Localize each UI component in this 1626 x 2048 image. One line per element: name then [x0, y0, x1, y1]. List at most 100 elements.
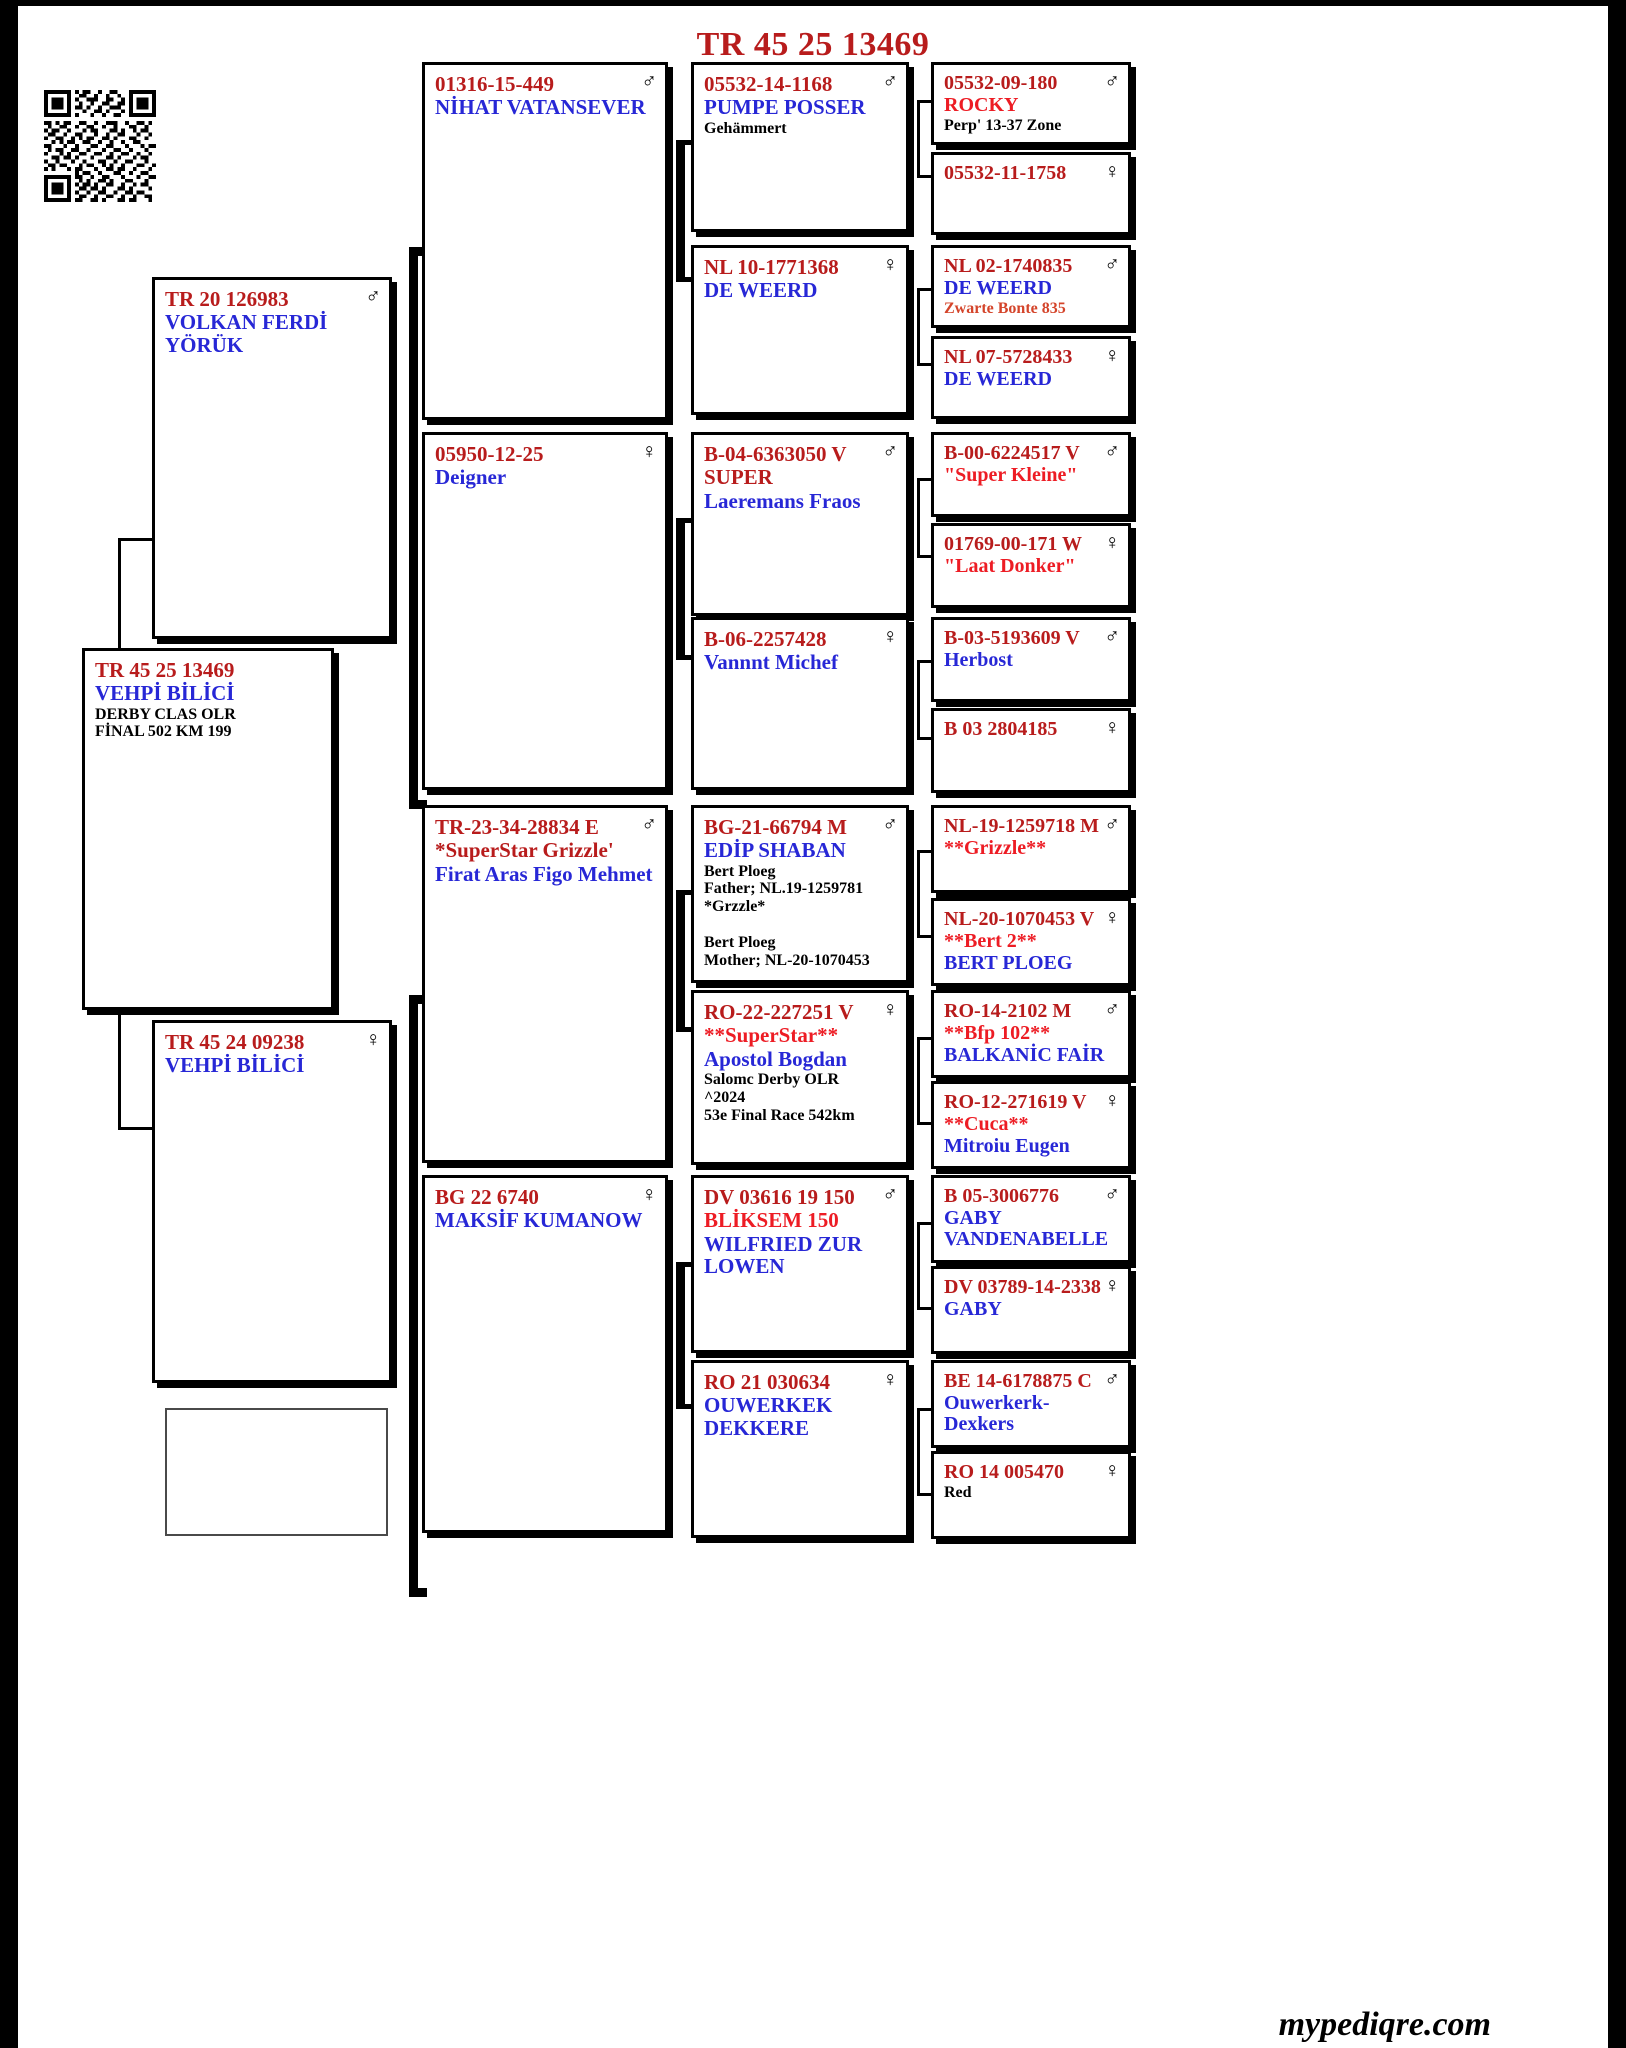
gen3-box-4[interactable]: ♀ B-06-2257428 Vannnt Michef — [691, 617, 909, 790]
gen3-8-sex-icon: ♀ — [882, 1367, 898, 1391]
gen2-box-1[interactable]: ♂ 01316-15-449 NİHAT VATANSEVER — [422, 62, 668, 420]
connector-gen3-7-ht — [917, 1222, 935, 1225]
connector-gen3-7-v — [917, 1222, 920, 1310]
gen4-10-owner: BERT PLOEG — [944, 952, 1073, 975]
gen3-6-owner: Apostol Bogdan — [704, 1046, 847, 1071]
gen4-box-15[interactable]: ♂ BE 14-6178875 C Ouwerkerk-Dexkers — [931, 1360, 1131, 1448]
connector-gen3-1-v — [917, 100, 920, 178]
connector-gen3-5-ht — [917, 850, 935, 853]
gen3-3-id: B-04-6363050 V — [704, 442, 847, 466]
gen3-7-sex-icon: ♂ — [882, 1182, 898, 1206]
gen4-6-id: 01769-00-171 W — [944, 533, 1082, 555]
gen3-2-id: NL 10-1771368 — [704, 255, 839, 279]
subject-box[interactable]: TR 45 25 13469 VEHPİ BİLİCİ DERBY CLAS O… — [82, 648, 334, 1010]
gen3-6-id: RO-22-227251 V — [704, 1000, 854, 1024]
connector-gen1b-gen2-h-top — [409, 995, 427, 1004]
gen4-12-id: RO-12-271619 V — [944, 1091, 1087, 1113]
gen3-5-note: Bert Ploeg Father; NL.19-1259781 *Grzzle… — [704, 862, 870, 970]
gen2-1-id: 01316-15-449 — [435, 72, 554, 96]
gen3-4-id: B-06-2257428 — [704, 627, 827, 651]
connector-gen2d-gen3-v — [676, 1262, 685, 1407]
connector-gen3-2-v — [917, 288, 920, 366]
gen1-dam-box[interactable]: ♀ TR 45 24 09238 VEHPİ BİLİCİ — [152, 1020, 392, 1383]
connector-gen2b-gen3-v — [676, 518, 685, 658]
gen2-box-3[interactable]: ♂ TR-23-34-28834 E *SuperStar Grizzle' F… — [422, 805, 668, 1163]
gen3-1-sex-icon: ♂ — [882, 69, 898, 93]
gen4-11-id: RO-14-2102 M — [944, 1000, 1072, 1022]
gen4-5-id2: "Super Kleine" — [944, 464, 1078, 487]
gen4-6-sex-icon: ♀ — [1104, 530, 1120, 554]
gen3-3-sex-icon: ♂ — [882, 439, 898, 463]
gen3-3-owner: Laeremans Fraos — [704, 488, 861, 513]
gen2-3-sex-icon: ♂ — [641, 812, 657, 836]
gen4-box-11[interactable]: ♂ RO-14-2102 M **Bfp 102** BALKANİC FAİR — [931, 990, 1131, 1078]
gen4-3-note: Zwarte Bonte 835 — [944, 300, 1066, 318]
gen4-12-owner: Mitroiu Eugen — [944, 1135, 1070, 1158]
gen4-11-owner: BALKANİC FAİR — [944, 1044, 1105, 1067]
gen1-dam-owner: VEHPİ BİLİCİ — [165, 1053, 305, 1078]
connector-gen3-3-hb — [917, 555, 935, 558]
gen3-8-id: RO 21 030634 — [704, 1370, 830, 1394]
gen4-box-13[interactable]: ♂ B 05-3006776 GABY VANDENABELLE — [931, 1175, 1131, 1263]
gen4-box-10[interactable]: ♀ NL-20-1070453 V **Bert 2** BERT PLOEG — [931, 898, 1131, 986]
gen4-9-sex-icon: ♂ — [1104, 812, 1120, 836]
gen4-box-1[interactable]: ♂ 05532-09-180 ROCKY Perp' 13-37 Zone — [931, 62, 1131, 145]
connector-gen3-4-v — [917, 660, 920, 740]
gen3-7-owner: WILFRIED ZUR LOWEN — [704, 1231, 863, 1278]
gen2-box-2[interactable]: ♀ 05950-12-25 Deigner — [422, 432, 668, 790]
gen4-14-id: DV 03789-14-2338 — [944, 1276, 1101, 1298]
gen3-box-1[interactable]: ♂ 05532-14-1168 PUMPE POSSER Gehämmert — [691, 62, 909, 232]
gen4-box-12[interactable]: ♀ RO-12-271619 V **Cuca** Mitroiu Eugen — [931, 1081, 1131, 1169]
gen3-box-2[interactable]: ♀ NL 10-1771368 DE WEERD — [691, 245, 909, 415]
gen2-3-id2: *SuperStar Grizzle' — [435, 838, 614, 863]
gen4-box-2[interactable]: ♀ 05532-11-1758 — [931, 152, 1131, 235]
gen3-box-7[interactable]: ♂ DV 03616 19 150 BLİKSEM 150 WILFRIED Z… — [691, 1175, 909, 1353]
blank-placeholder-box — [165, 1408, 388, 1536]
gen2-box-4[interactable]: ♀ BG 22 6740 MAKSİF KUMANOW — [422, 1175, 668, 1533]
gen4-14-sex-icon: ♀ — [1104, 1273, 1120, 1297]
gen4-box-14[interactable]: ♀ DV 03789-14-2338 GABY — [931, 1266, 1131, 1354]
gen4-2-id: 05532-11-1758 — [944, 162, 1067, 184]
gen3-7-id: DV 03616 19 150 — [704, 1185, 855, 1209]
gen3-box-6[interactable]: ♀ RO-22-227251 V **SuperStar** Apostol B… — [691, 990, 909, 1165]
gen4-15-sex-icon: ♂ — [1104, 1367, 1120, 1391]
gen2-2-id: 05950-12-25 — [435, 442, 544, 466]
connector-gen3-6-ht — [917, 1037, 935, 1040]
gen1-sire-owner: VOLKAN FERDİ YÖRÜK — [165, 310, 328, 357]
gen3-5-sex-icon: ♂ — [882, 812, 898, 836]
gen4-box-6[interactable]: ♀ 01769-00-171 W "Laat Donker" — [931, 523, 1131, 608]
gen4-box-4[interactable]: ♀ NL 07-5728433 DE WEERD — [931, 336, 1131, 419]
qr-code-icon — [44, 90, 156, 202]
gen3-5-id: BG-21-66794 M — [704, 815, 847, 839]
connector-gen1b-gen2-v — [409, 995, 418, 1595]
gen1-sire-box[interactable]: ♂ TR 20 126983 VOLKAN FERDİ YÖRÜK — [152, 277, 392, 639]
gen4-16-sex-icon: ♀ — [1104, 1458, 1120, 1482]
gen3-3-id2: SUPER — [704, 465, 773, 490]
gen1-sire-id: TR 20 126983 — [165, 287, 289, 311]
gen4-box-7[interactable]: ♂ B-03-5193609 V Herbost — [931, 617, 1131, 702]
connector-gen2d-gen3-h-bot — [676, 1404, 694, 1409]
gen3-box-5[interactable]: ♂ BG-21-66794 M EDİP SHABAN Bert Ploeg F… — [691, 805, 909, 983]
connector-gen3-6-hb — [917, 1122, 935, 1125]
gen4-box-3[interactable]: ♂ NL 02-1740835 DE WEERD Zwarte Bonte 83… — [931, 245, 1131, 328]
connector-gen1a-gen2-h-top — [409, 247, 427, 256]
gen4-10-id: NL-20-1070453 V — [944, 908, 1095, 930]
gen3-4-owner: Vannnt Michef — [704, 650, 838, 675]
connector-gen3-4-hb — [917, 737, 935, 740]
gen3-box-8[interactable]: ♀ RO 21 030634 OUWERKEK DEKKERE — [691, 1360, 909, 1538]
gen4-10-sex-icon: ♀ — [1104, 905, 1120, 929]
subject-id: TR 45 25 13469 — [95, 658, 235, 682]
connector-subject-gen1-h-bot — [118, 1127, 158, 1130]
gen3-box-3[interactable]: ♂ B-04-6363050 V SUPER Laeremans Fraos — [691, 432, 909, 616]
gen4-12-sex-icon: ♀ — [1104, 1088, 1120, 1112]
gen4-13-owner: GABY VANDENABELLE — [944, 1207, 1109, 1251]
gen3-1-note: Gehämmert — [704, 119, 787, 137]
gen4-13-id: B 05-3006776 — [944, 1185, 1059, 1207]
gen4-13-sex-icon: ♂ — [1104, 1182, 1120, 1206]
gen4-box-8[interactable]: ♀ B 03 2804185 — [931, 708, 1131, 793]
gen4-box-16[interactable]: ♀ RO 14 005470 Red — [931, 1451, 1131, 1539]
gen3-1-id: 05532-14-1168 — [704, 72, 833, 96]
gen4-14-owner: GABY — [944, 1298, 1002, 1321]
gen4-box-5[interactable]: ♂ B-00-6224517 V "Super Kleine" — [931, 432, 1131, 517]
gen4-box-9[interactable]: ♂ NL-19-1259718 M **Grizzle** — [931, 805, 1131, 893]
